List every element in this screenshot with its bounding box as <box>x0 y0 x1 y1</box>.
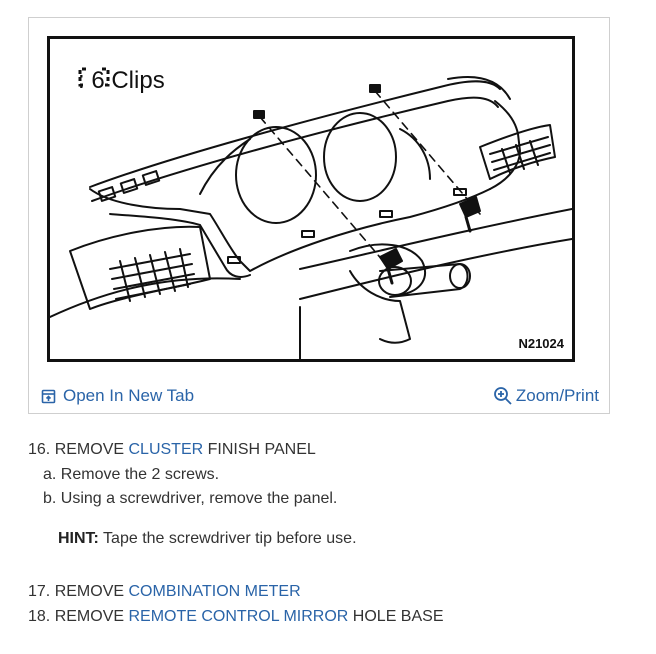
combination-meter-link[interactable]: COMBINATION METER <box>128 583 301 600</box>
step-16b: b. Using a screwdriver, remove the panel… <box>43 490 338 507</box>
open-in-new-tab-link[interactable]: Open In New Tab <box>41 386 194 406</box>
step-18-prefix: 18. REMOVE <box>28 607 129 625</box>
figure-actions: Open In New Tab Zoom/Print <box>29 374 609 410</box>
hint-label: HINT: <box>58 529 99 547</box>
zoom-print-link[interactable]: Zoom/Print <box>493 386 599 406</box>
clip-bracket-icon <box>78 67 110 87</box>
zoom-print-label: Zoom/Print <box>515 386 599 405</box>
instruction-steps: 16. REMOVE CLUSTER FINISH PANEL a. Remov… <box>28 438 628 629</box>
step-18: 18. REMOVE REMOTE CONTROL MIRROR HOLE BA… <box>28 605 628 630</box>
open-new-tab-icon <box>41 389 56 403</box>
step-16a: a. Remove the 2 screws. <box>43 465 220 483</box>
step-17-prefix: 17. REMOVE <box>28 583 129 600</box>
open-in-new-tab-label: Open In New Tab <box>63 386 195 405</box>
step-17: 17. REMOVE COMBINATION METER <box>28 580 628 605</box>
cluster-link[interactable]: CLUSTER <box>128 441 204 458</box>
hint-text: Tape the screwdriver tip before use. <box>98 529 357 547</box>
hint: HINT: Tape the screwdriver tip before us… <box>28 527 628 552</box>
step-16-suffix: FINISH PANEL <box>203 441 316 458</box>
clips-label-text: : 6 Clips <box>78 67 165 94</box>
remote-control-mirror-link[interactable]: REMOTE CONTROL MIRROR <box>128 607 349 625</box>
figure-card: : 6 Clips N21024 Open In New Tab Zoom/Pr… <box>28 17 610 414</box>
step-18-suffix: HOLE BASE <box>348 607 444 625</box>
dashboard-drawing <box>50 76 572 359</box>
dashboard-illustration: : 6 Clips N21024 <box>47 36 575 362</box>
step-16-prefix: 16. REMOVE <box>28 441 129 458</box>
step-16: 16. REMOVE CLUSTER FINISH PANEL <box>28 438 628 463</box>
zoom-in-icon <box>493 387 512 405</box>
clips-legend: : 6 Clips <box>78 67 165 95</box>
figure-code: N21024 <box>518 336 564 351</box>
